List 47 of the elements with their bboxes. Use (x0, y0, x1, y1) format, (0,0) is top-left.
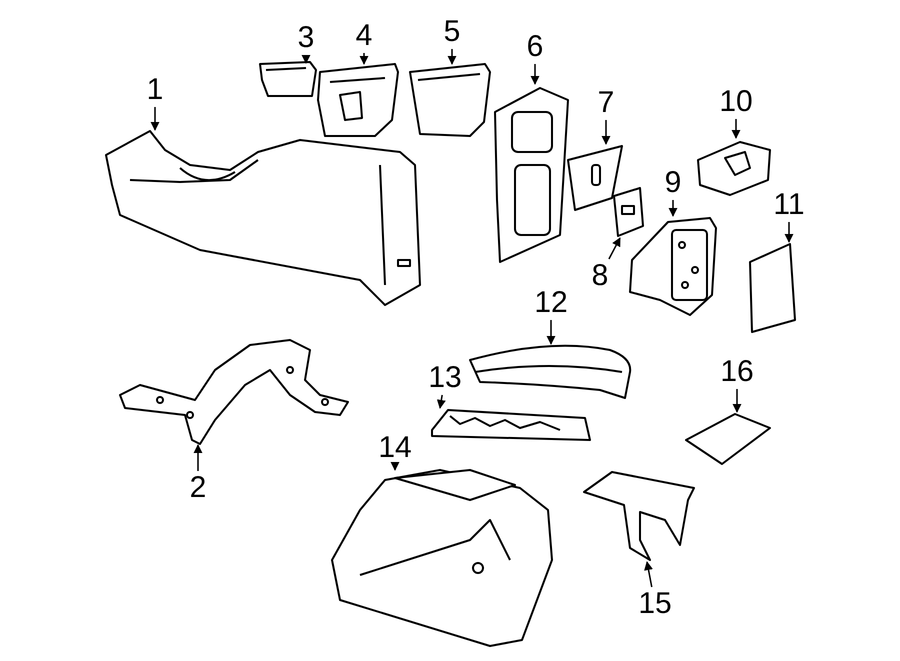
armrest-drawing (466, 344, 634, 400)
callout-number: 16 (717, 355, 757, 389)
cup-holder-drawing (258, 62, 318, 98)
callout-number: 7 (586, 86, 626, 120)
callout-number: 1 (135, 73, 175, 107)
console-base-drawing (328, 470, 556, 648)
mat-drawing (682, 412, 774, 468)
trim-piece-drawing (694, 138, 774, 196)
pad-drawing (746, 242, 798, 334)
leader-arrow (732, 119, 740, 139)
callout-number: 13 (425, 361, 465, 395)
callout-number: 4 (344, 19, 384, 53)
leader-arrow (602, 120, 610, 145)
callout-number: 10 (716, 85, 756, 119)
bracket-drawing (116, 336, 352, 445)
callout-number: 5 (432, 15, 472, 49)
callout-number: 6 (515, 30, 555, 64)
callout-number: 14 (375, 431, 415, 465)
leader-arrow (360, 53, 368, 65)
leader-arrow (608, 237, 621, 260)
leader-arrow (194, 444, 202, 471)
leader-arrow (668, 200, 678, 217)
cover-panel-drawing (566, 144, 626, 212)
callout-number: 9 (653, 166, 693, 200)
console-drawing (104, 130, 422, 306)
leader-arrow (150, 107, 160, 131)
leader-arrow (436, 394, 446, 409)
callout-number: 8 (580, 259, 620, 293)
callout-number: 11 (769, 188, 809, 222)
callout-number: 15 (635, 587, 675, 621)
tray-drawing (406, 64, 492, 138)
leader-arrow (448, 49, 456, 65)
leader-arrow (732, 389, 742, 413)
leader-arrow (390, 462, 400, 471)
plate-drawing (612, 186, 646, 238)
leader-arrow (302, 54, 310, 64)
leader-arrow (546, 320, 556, 345)
bezel-drawing (626, 216, 720, 316)
support-bracket-drawing (580, 468, 698, 562)
storage-bin-drawing (316, 64, 400, 138)
callout-number: 12 (531, 286, 571, 320)
leader-arrow (644, 561, 653, 588)
leader-arrow (784, 222, 794, 243)
callout-number: 2 (178, 471, 218, 505)
callout-number: 3 (286, 21, 326, 55)
lid-panel-drawing (428, 408, 592, 444)
leader-arrow (530, 64, 540, 85)
